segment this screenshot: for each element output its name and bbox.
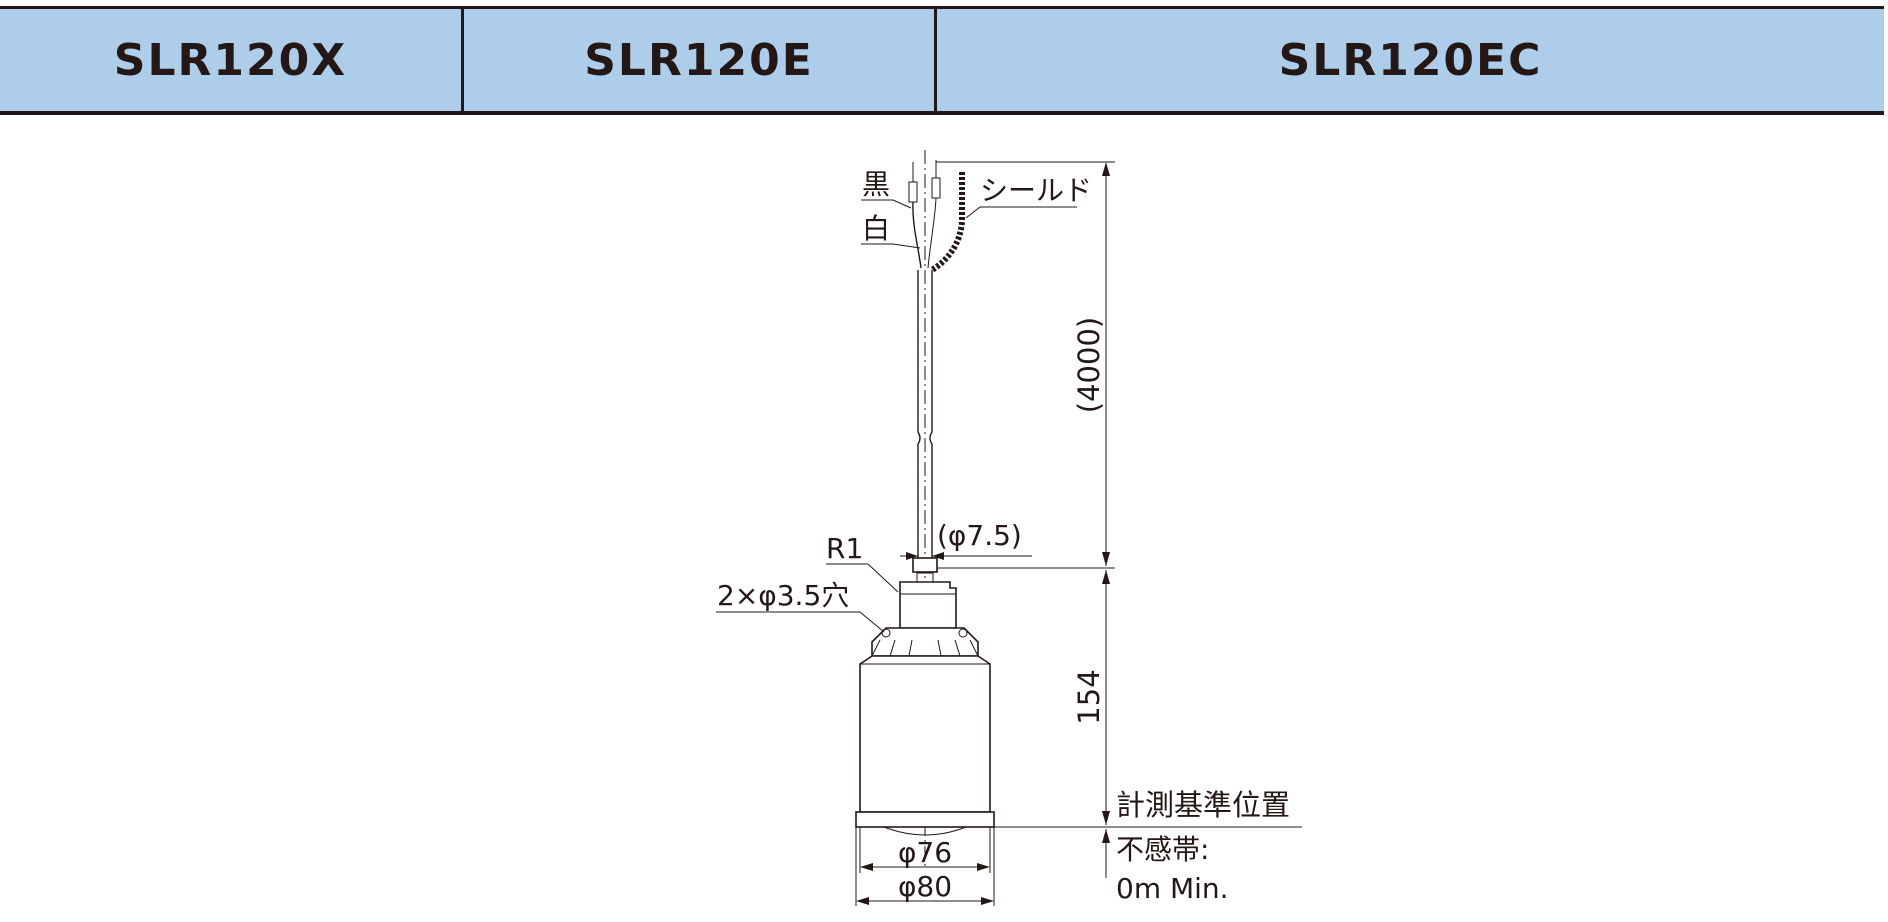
diameter-dimensions (855, 827, 995, 906)
white-wire-label: 白 (862, 212, 890, 245)
body-height-dimension (1102, 570, 1110, 878)
shield-label: シールド (980, 174, 1092, 207)
outer-diameter-label: φ80 (898, 870, 952, 903)
dead-band-value: 0m Min. (1116, 872, 1229, 905)
black-wire-label: 黒 (862, 168, 890, 201)
cable-length-dimension (1102, 162, 1110, 566)
model-header-slr120x: SLR120X (0, 9, 464, 111)
model-header: SLR120X SLR120E SLR120EC (0, 6, 1884, 115)
sensor-head (855, 557, 995, 836)
model-header-slr120ec: SLR120EC (1278, 34, 1543, 86)
holes-label: 2×φ3.5穴 (717, 579, 849, 612)
inner-diameter-label: φ76 (898, 836, 952, 869)
body-height-label: 154 (1072, 669, 1106, 724)
cable-length-label: (4000) (1072, 317, 1106, 413)
cable-diameter-dimension (900, 552, 1032, 560)
radius-label: R1 (826, 532, 863, 565)
dead-band-label: 不感帯: (1116, 833, 1209, 866)
wire-ends (908, 160, 965, 273)
model-header-slr120e: SLR120E (464, 9, 937, 111)
cable-diameter-label: (φ7.5) (937, 519, 1022, 552)
cable (917, 270, 933, 560)
reference-position-label: 計測基準位置 (1116, 788, 1290, 822)
